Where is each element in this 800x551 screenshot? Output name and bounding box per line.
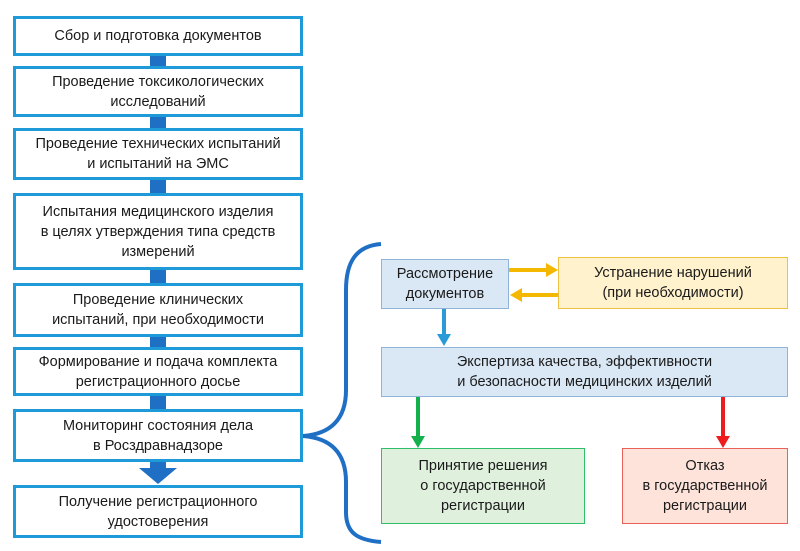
connector xyxy=(150,180,166,193)
fix-violations-box: Устранение нарушений (при необходимости) xyxy=(558,257,788,309)
connector xyxy=(150,396,166,409)
arrowhead-icon xyxy=(546,263,558,277)
arrowhead-icon xyxy=(510,288,522,302)
step-clinical-trials: Проведение клинических испытаний, при не… xyxy=(13,283,303,337)
connector xyxy=(150,337,166,347)
reject-registration-box: Отказ в государственной регистрации xyxy=(622,448,788,524)
brace xyxy=(302,242,382,544)
step-submit-dossier: Формирование и подача комплекта регистра… xyxy=(13,347,303,396)
connector xyxy=(150,56,166,66)
big-down-arrow xyxy=(139,462,177,484)
step-collect-documents: Сбор и подготовка документов xyxy=(13,16,303,56)
accept-registration-box: Принятие решения о государственной регис… xyxy=(381,448,585,524)
arrowhead-icon xyxy=(411,436,425,448)
step-technical-tests: Проведение технических испытаний и испыт… xyxy=(13,128,303,180)
step-measurement-type: Испытания медицинского изделия в целях у… xyxy=(13,193,303,270)
step-monitoring: Мониторинг состояния дела в Росздравнадз… xyxy=(13,409,303,462)
review-documents-box: Рассмотрение документов xyxy=(381,259,509,309)
connector xyxy=(150,117,166,128)
arrowhead-icon xyxy=(437,334,451,346)
step-certificate: Получение регистрационного удостоверения xyxy=(13,485,303,538)
expertise-box: Экспертиза качества, эффективности и без… xyxy=(381,347,788,397)
step-toxicology: Проведение токсикологических исследовани… xyxy=(13,66,303,117)
connector xyxy=(150,270,166,283)
arrowhead-icon xyxy=(716,436,730,448)
